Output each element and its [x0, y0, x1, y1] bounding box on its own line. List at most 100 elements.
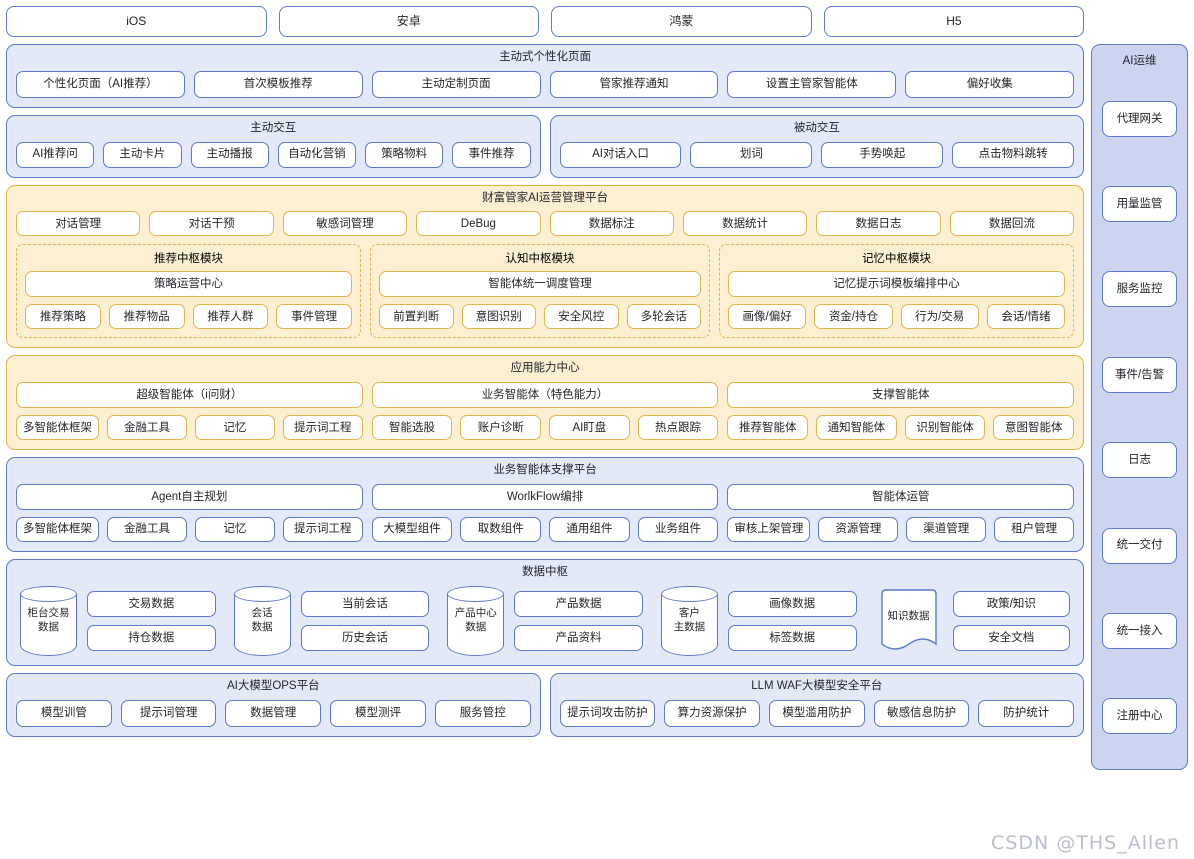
app-capability-group-item[interactable]: 识别智能体	[904, 415, 986, 441]
passive-interaction-item[interactable]: 点击物料跳转	[952, 141, 1075, 168]
platform-tab[interactable]: 安卓	[278, 6, 540, 37]
app-capability-group-item[interactable]: 智能选股	[371, 415, 453, 441]
sidebar-item[interactable]: 事件/告警	[1102, 356, 1177, 393]
sidebar-item[interactable]: 注册中心	[1102, 698, 1177, 735]
personalized-item[interactable]: 主动定制页面	[371, 70, 541, 98]
ops-tool-item[interactable]: 敏感词管理	[282, 211, 408, 237]
passive-interaction-item[interactable]: 划词	[690, 141, 813, 168]
app-capability-group-item[interactable]: 金融工具	[107, 415, 187, 441]
personalized-item[interactable]: 设置主管家智能体	[727, 70, 897, 98]
sidebar-item[interactable]: 代理网关	[1102, 100, 1177, 137]
llm-waf-item[interactable]: 算力资源保护	[664, 699, 760, 727]
support-platform-group-item[interactable]: 记忆	[194, 516, 275, 542]
ops-tool-item[interactable]: 数据日志	[816, 211, 941, 237]
app-capability-group-item[interactable]: AI盯盘	[549, 415, 630, 441]
hub-module-item[interactable]: 推荐策略	[25, 304, 101, 330]
hub-module-item[interactable]: 推荐物品	[108, 304, 185, 330]
platform-tab[interactable]: iOS	[6, 6, 267, 37]
data-store-item[interactable]: 政策/知识	[952, 590, 1071, 617]
data-store-item[interactable]: 持仓数据	[87, 624, 216, 651]
ops-ml-item[interactable]: 模型测评	[330, 699, 426, 727]
data-store-item[interactable]: 产品数据	[514, 590, 643, 617]
ops-tool-item[interactable]: 对话管理	[16, 211, 141, 237]
ops-tool-item[interactable]: 数据统计	[682, 211, 808, 237]
llm-waf-item[interactable]: 模型滥用防护	[769, 699, 865, 727]
sidebar-item[interactable]: 服务监控	[1102, 271, 1177, 308]
active-interaction-item[interactable]: 事件推荐	[452, 141, 531, 168]
data-store-item[interactable]: 当前会话	[300, 590, 430, 617]
support-platform-group-item[interactable]: 业务组件	[637, 516, 719, 542]
app-capability-group-head[interactable]: 超级智能体（i问财）	[16, 382, 363, 409]
active-interaction-item[interactable]: 策略物料	[365, 141, 444, 168]
support-platform-group-head[interactable]: WorlkFlow编排	[371, 483, 719, 510]
support-platform-group-item[interactable]: 通用组件	[549, 516, 630, 542]
support-platform-group-item[interactable]: 多智能体框架	[16, 516, 99, 542]
ops-ml-item[interactable]: 模型训管	[16, 699, 112, 727]
support-platform-group-item[interactable]: 金融工具	[107, 516, 187, 542]
data-store-item[interactable]: 交易数据	[87, 590, 216, 617]
hub-module-item[interactable]: 意图识别	[461, 304, 536, 330]
hub-module-item[interactable]: 行为/交易	[900, 304, 979, 330]
hub-module-item[interactable]: 资金/持仓	[814, 304, 893, 330]
hub-module-item[interactable]: 推荐人群	[192, 304, 269, 330]
sidebar-item[interactable]: 日志	[1102, 442, 1177, 479]
support-platform-group-item[interactable]: 审核上架管理	[727, 516, 811, 542]
hub-module-item[interactable]: 画像/偏好	[728, 304, 807, 330]
hub-module-item[interactable]: 会话/情绪	[986, 304, 1066, 330]
personalized-item[interactable]: 管家推荐通知	[549, 70, 719, 98]
active-interaction-item[interactable]: 自动化营销	[277, 141, 357, 168]
app-capability-group-head[interactable]: 支撑智能体	[727, 382, 1075, 409]
support-platform-group-item[interactable]: 取数组件	[460, 516, 542, 542]
ops-tool-item[interactable]: 数据标注	[549, 211, 674, 237]
data-store-item[interactable]: 产品资料	[514, 624, 643, 651]
data-store-item[interactable]: 画像数据	[727, 590, 857, 617]
ops-ml-item[interactable]: 数据管理	[225, 699, 322, 727]
personalized-item[interactable]: 个性化页面（AI推荐）	[16, 70, 185, 98]
llm-waf-item[interactable]: 提示词攻击防护	[559, 699, 656, 727]
app-capability-group-item[interactable]: 通知智能体	[816, 415, 897, 441]
llm-waf-item[interactable]: 防护统计	[978, 699, 1075, 727]
app-capability-group-item[interactable]: 账户诊断	[460, 415, 542, 441]
passive-interaction-item[interactable]: 手势唤起	[821, 141, 944, 168]
support-platform-group-item[interactable]: 资源管理	[818, 516, 899, 542]
hub-module-head[interactable]: 智能体统一调度管理	[379, 271, 701, 298]
active-interaction-item[interactable]: 主动播报	[190, 141, 269, 168]
support-platform-group-item[interactable]: 租户管理	[994, 516, 1075, 542]
data-store-item[interactable]: 标签数据	[727, 624, 857, 651]
personalized-item[interactable]: 首次模板推荐	[193, 70, 363, 98]
app-capability-group-item[interactable]: 记忆	[194, 415, 275, 441]
app-capability-group-item[interactable]: 提示词工程	[282, 415, 363, 441]
ops-ml-item[interactable]: 提示词管理	[120, 699, 217, 727]
ops-tool-item[interactable]: DeBug	[416, 211, 541, 237]
app-capability-group-item[interactable]: 多智能体框架	[16, 415, 99, 441]
ops-ml-item[interactable]: 服务管控	[434, 699, 531, 727]
platform-tab[interactable]: H5	[823, 6, 1085, 37]
platform-tab[interactable]: 鸿蒙	[551, 6, 812, 37]
hub-module-item[interactable]: 前置判断	[379, 304, 454, 330]
passive-interaction-item[interactable]: AI对话入口	[559, 141, 682, 168]
hub-module-head[interactable]: 记忆提示词模板编排中心	[728, 271, 1066, 298]
active-interaction-item[interactable]: AI推荐问	[16, 141, 95, 168]
app-capability-group-item[interactable]: 意图智能体	[993, 415, 1075, 441]
llm-waf-item[interactable]: 敏感信息防护	[873, 699, 970, 727]
data-store-item[interactable]: 历史会话	[300, 624, 430, 651]
active-interaction-item[interactable]: 主动卡片	[103, 141, 182, 168]
sidebar-item[interactable]: 统一接入	[1102, 612, 1177, 649]
support-platform-group-head[interactable]: Agent自主规划	[16, 483, 363, 510]
support-platform-group-item[interactable]: 大模型组件	[371, 516, 453, 542]
hub-module-item[interactable]: 事件管理	[276, 304, 352, 330]
data-store-item[interactable]: 安全文档	[952, 624, 1071, 651]
hub-module-head[interactable]: 策略运营中心	[25, 271, 352, 298]
hub-module-item[interactable]: 多轮会话	[626, 304, 701, 330]
ops-tool-item[interactable]: 数据回流	[949, 211, 1075, 237]
support-platform-group-head[interactable]: 智能体运管	[727, 483, 1075, 510]
sidebar-item[interactable]: 统一交付	[1102, 527, 1177, 564]
support-platform-group-item[interactable]: 渠道管理	[906, 516, 987, 542]
app-capability-group-head[interactable]: 业务智能体（特色能力）	[371, 382, 719, 409]
ops-tool-item[interactable]: 对话干预	[149, 211, 274, 237]
sidebar-item[interactable]: 用量监管	[1102, 186, 1177, 223]
app-capability-group-item[interactable]: 热点跟踪	[637, 415, 719, 441]
support-platform-group-item[interactable]: 提示词工程	[282, 516, 363, 542]
app-capability-group-item[interactable]: 推荐智能体	[727, 415, 809, 441]
hub-module-item[interactable]: 安全风控	[544, 304, 619, 330]
